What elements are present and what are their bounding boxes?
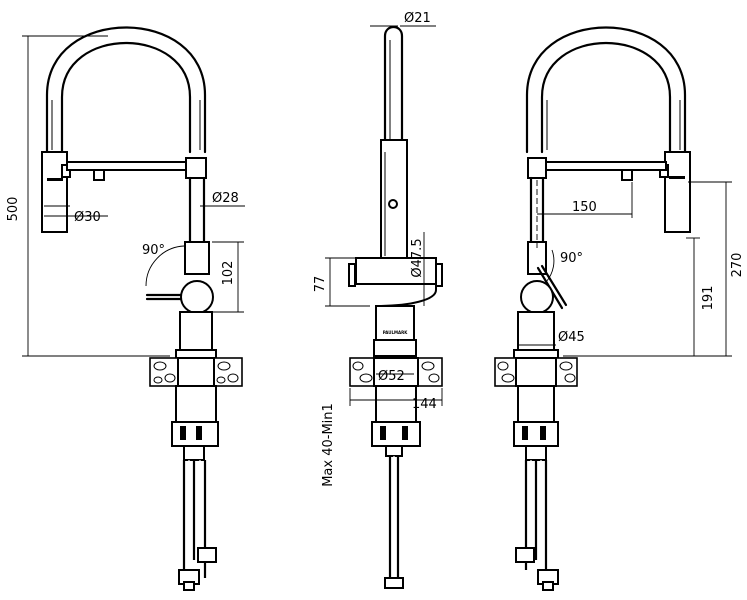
front-dimensions: Ø21 Ø47.5 77 Ø52 144 Max 40-Min1 <box>313 11 443 487</box>
right-dimensions: 150 90° 270 191 Ø45 <box>518 180 745 357</box>
dim-77-label: 77 <box>313 276 328 293</box>
right-gooseneck-outer <box>525 26 687 154</box>
front-spout-tip <box>383 25 404 150</box>
front-view: PAULMARK <box>348 25 443 589</box>
dim-dia28-label: Ø28 <box>212 191 239 206</box>
dim-150-label: 150 <box>572 200 597 215</box>
right-lever-knob <box>520 280 554 314</box>
right-gooseneck-inner <box>540 42 672 154</box>
dim-dia52-label: Ø52 <box>378 369 405 384</box>
front-logo: PAULMARK <box>383 330 408 335</box>
left-gooseneck-outer <box>45 26 207 154</box>
dim-dia475-label: Ø47.5 <box>410 238 425 277</box>
right-spray-head <box>664 151 691 233</box>
right-side-view <box>494 26 691 591</box>
dim-191-label: 191 <box>701 286 716 311</box>
dim-dia45-label: Ø45 <box>558 330 585 345</box>
dim-counter-label: Max 40-Min1 <box>321 403 336 487</box>
dim-500-label: 500 <box>6 197 21 222</box>
left-body-upper <box>184 241 210 275</box>
right-spout-bar <box>537 161 667 171</box>
dim-90deg-right-label: 90° <box>560 251 583 266</box>
dim-102-label: 102 <box>221 261 236 286</box>
left-spout-bar <box>66 161 196 171</box>
left-dimensions: 500 Ø30 Ø28 90° 102 <box>6 35 245 357</box>
front-body <box>355 257 437 285</box>
left-lever-knob <box>180 280 214 314</box>
dim-270-label: 270 <box>730 253 745 278</box>
left-gooseneck-inner <box>60 42 192 154</box>
dim-dia30-label: Ø30 <box>74 210 101 225</box>
dim-144-label: 144 <box>412 397 437 412</box>
left-side-view <box>41 26 243 591</box>
dim-90deg-left-label: 90° <box>142 243 165 258</box>
dim-dia21-label: Ø21 <box>404 11 431 26</box>
